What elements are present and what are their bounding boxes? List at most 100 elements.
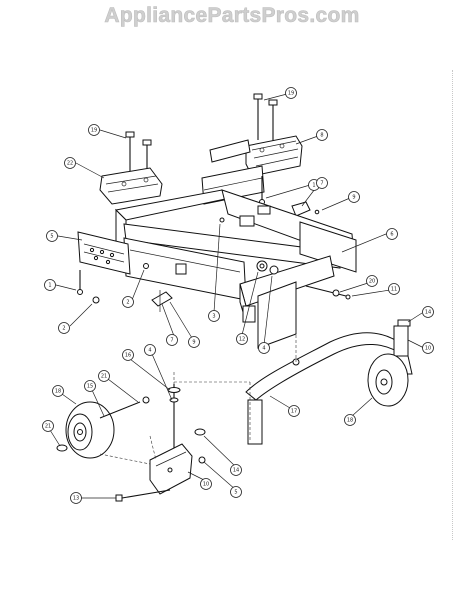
callout-circle <box>388 283 400 295</box>
callout-label: 20 <box>369 278 375 284</box>
callout-label: 9 <box>192 339 195 345</box>
callout-circle <box>316 177 328 189</box>
washer-12 <box>256 260 268 272</box>
washer-14-left <box>194 428 206 436</box>
callout-18-18a: 18 <box>52 385 64 397</box>
callout-label: 2 <box>62 325 65 331</box>
callout-label: 1 <box>48 282 51 288</box>
callout-circle <box>230 464 242 476</box>
callout-label: 11 <box>391 286 397 292</box>
callout-circle <box>200 478 212 490</box>
callout-label: 22 <box>67 160 73 166</box>
nut-2-left <box>92 296 100 304</box>
callout-label: 7 <box>320 180 323 186</box>
callout-label: 5 <box>234 489 237 495</box>
callout-label: 18 <box>347 417 353 423</box>
axle-pin-20 <box>305 285 351 300</box>
clip-7-right <box>291 201 320 217</box>
callout-circle <box>122 349 134 361</box>
callout-label: 7 <box>170 337 173 343</box>
callout-circle <box>188 336 200 348</box>
callout-label: 15 <box>87 383 93 389</box>
callout-label: 10 <box>203 481 209 487</box>
page-edge-line <box>452 70 453 540</box>
callout-17-17: 17 <box>288 405 300 417</box>
watermark-text: AppliancePartsPros.com <box>104 4 360 28</box>
callout-label: 16 <box>125 352 131 358</box>
callout-circle <box>285 87 297 99</box>
callout-label: 6 <box>390 231 393 237</box>
callout-circle <box>316 129 328 141</box>
callout-14-14b: 14 <box>230 464 242 476</box>
callout-15-15: 15 <box>84 380 96 392</box>
callout-16-16: 16 <box>122 349 134 361</box>
callout-22-22: 22 <box>64 157 76 169</box>
callout-2-2b: 2 <box>122 296 134 308</box>
nut-2-mid <box>143 263 149 269</box>
callout-circle <box>422 306 434 318</box>
callout-circle <box>366 275 378 287</box>
callout-20-20: 20 <box>366 275 378 287</box>
callout-10-10a: 10 <box>422 342 434 354</box>
side-plate-5 <box>77 231 131 275</box>
callout-label: 9 <box>352 194 355 200</box>
callout-6-6: 6 <box>386 228 398 240</box>
callout-10-10b: 10 <box>200 478 212 490</box>
callout-5-5a: 5 <box>46 230 58 242</box>
callout-circle <box>42 420 54 432</box>
callout-circle <box>386 228 398 240</box>
callout-21-21a: 21 <box>98 370 110 382</box>
callout-21-21b: 21 <box>42 420 54 432</box>
fork-10 <box>149 443 193 495</box>
callout-circle <box>46 230 58 242</box>
caster-wheel-18-left <box>56 401 115 459</box>
callout-label: 19 <box>288 90 294 96</box>
callout-2-2a: 2 <box>58 322 70 334</box>
bolt-13 <box>115 489 171 502</box>
callout-circle <box>122 296 134 308</box>
callout-8-8: 8 <box>316 129 328 141</box>
callout-3-3: 3 <box>208 310 220 322</box>
clip-7-left <box>151 290 173 312</box>
caster-wheel-18-right <box>367 319 413 407</box>
callout-circle <box>288 405 300 417</box>
callout-label: 8 <box>320 132 323 138</box>
callout-circle <box>166 334 178 346</box>
callout-circle <box>144 344 156 356</box>
callout-label: 1 <box>312 182 315 188</box>
callout-13-13: 13 <box>70 492 82 504</box>
guide-line-wheel <box>99 453 151 465</box>
callout-circle <box>88 124 100 136</box>
callout-circle <box>58 322 70 334</box>
callout-label: 12 <box>239 336 245 342</box>
guide-line-fork <box>149 435 157 461</box>
callout-label: 19 <box>91 127 97 133</box>
callout-label: 10 <box>425 345 431 351</box>
callout-1-1b: 1 <box>44 279 56 291</box>
callout-circle <box>84 380 96 392</box>
callout-7-7b: 7 <box>166 334 178 346</box>
callout-5-5b: 5 <box>230 486 242 498</box>
callout-label: 21 <box>101 373 107 379</box>
callout-label: 21 <box>45 423 51 429</box>
leader-lines <box>49 93 425 499</box>
callout-label: 5 <box>50 233 53 239</box>
callout-label: 14 <box>233 467 239 473</box>
callout-label: 14 <box>425 309 431 315</box>
callout-19-19b: 19 <box>88 124 100 136</box>
callout-4-4a: 4 <box>258 342 270 354</box>
nut-5-left <box>198 456 206 464</box>
callout-circle <box>44 279 56 291</box>
callout-18-18b: 18 <box>344 414 356 426</box>
callout-circle <box>70 492 82 504</box>
callout-label: 13 <box>73 495 79 501</box>
callout-circle <box>236 333 248 345</box>
callout-circle <box>64 157 76 169</box>
callout-11-11: 11 <box>388 283 400 295</box>
callout-label: 2 <box>126 299 129 305</box>
callout-circle <box>258 342 270 354</box>
callout-label: 4 <box>262 345 265 351</box>
